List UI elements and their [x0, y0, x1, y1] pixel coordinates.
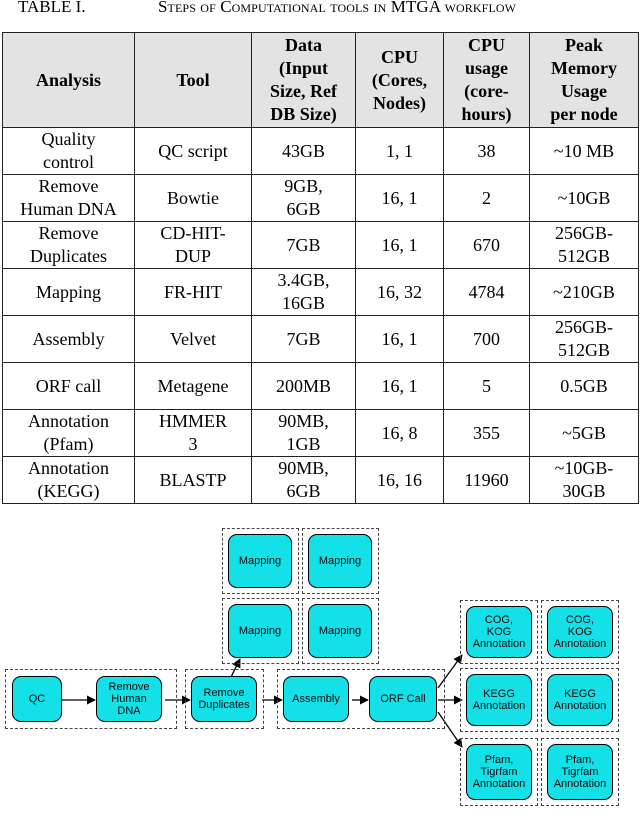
cell-analysis: Annotation (Pfam)	[2, 409, 135, 457]
node-pfam-tigrfam-annotation: Pfam, Tigrfam Annotation	[466, 744, 532, 800]
group-cog-2	[541, 600, 619, 664]
cell-analysis: Annotation (KEGG)	[2, 456, 135, 504]
node-cog-kog-annotation: COG, KOG Annotation	[547, 606, 613, 658]
cell-data: 7GB	[251, 221, 356, 269]
workflow-diagram: QC Remove Human DNA Remove Duplicates Ma…	[0, 518, 640, 818]
header-tool: Tool	[134, 32, 252, 128]
group-kegg-1	[460, 668, 538, 732]
node-orf-call: ORF Call	[369, 676, 437, 722]
node-cog-kog-annotation: COG, KOG Annotation	[466, 606, 532, 658]
cell-tool: HMMER 3	[134, 409, 252, 457]
cell-cpu: 16, 16	[355, 456, 444, 504]
table-row: Quality control QC script 43GB 1, 1 38 ~…	[2, 127, 639, 175]
cell-tool: Bowtie	[134, 174, 252, 222]
cell-peak-memory: 256GB- 512GB	[529, 221, 639, 269]
cell-peak-memory: 256GB- 512GB	[529, 315, 639, 363]
group-kegg-2	[541, 668, 619, 732]
cell-cpu-usage: 2	[443, 174, 530, 222]
cell-cpu-usage: 670	[443, 221, 530, 269]
cell-peak-memory: ~10GB	[529, 174, 639, 222]
cell-cpu-usage: 11960	[443, 456, 530, 504]
group-assembly-orf	[277, 669, 445, 729]
table-row: Annotation (Pfam) HMMER 3 90MB, 1GB 16, …	[2, 409, 639, 457]
cell-analysis: Mapping	[2, 268, 135, 316]
node-mapping: Mapping	[308, 604, 372, 658]
cell-cpu-usage: 38	[443, 127, 530, 175]
cell-cpu: 16, 8	[355, 409, 444, 457]
group-removedup	[185, 669, 264, 729]
header-cpu-usage: CPU usage (core- hours)	[443, 32, 530, 128]
cell-data: 90MB, 6GB	[251, 456, 356, 504]
cell-tool: QC script	[134, 127, 252, 175]
cell-cpu: 16, 32	[355, 268, 444, 316]
cell-cpu-usage: 700	[443, 315, 530, 363]
table-row: Remove Human DNA Bowtie 9GB, 6GB 16, 1 2…	[2, 174, 639, 222]
tools-table: Analysis Tool Data (Input Size, Ref DB S…	[2, 32, 639, 504]
group-mapping-1	[222, 528, 299, 594]
cell-analysis: Remove Human DNA	[2, 174, 135, 222]
cell-data: 43GB	[251, 127, 356, 175]
cell-analysis: Quality control	[2, 127, 135, 175]
cell-tool: FR-HIT	[134, 268, 252, 316]
cell-data: 7GB	[251, 315, 356, 363]
table-row: Assembly Velvet 7GB 16, 1 700 256GB- 512…	[2, 315, 639, 363]
node-kegg-annotation: KEGG Annotation	[466, 674, 532, 726]
cell-data: 9GB, 6GB	[251, 174, 356, 222]
header-peak-memory: Peak Memory Usage per node	[529, 32, 639, 128]
cell-peak-memory: ~5GB	[529, 409, 639, 457]
cell-cpu-usage: 355	[443, 409, 530, 457]
group-mapping-4	[302, 598, 379, 664]
arrow-orf-to-cog	[437, 654, 463, 689]
group-preprocess	[5, 669, 177, 729]
node-mapping: Mapping	[228, 604, 292, 658]
cell-cpu: 16, 1	[355, 315, 444, 363]
group-mapping-2	[302, 528, 379, 594]
node-qc: QC	[12, 676, 62, 722]
group-pfam-1	[460, 738, 538, 806]
header-data: Data (Input Size, Ref DB Size)	[251, 32, 356, 128]
cell-cpu: 16, 1	[355, 221, 444, 269]
header-cpu: CPU (Cores, Nodes)	[355, 32, 444, 128]
table-row: Mapping FR-HIT 3.4GB, 16GB 16, 32 4784 ~…	[2, 268, 639, 316]
cell-peak-memory: ~210GB	[529, 268, 639, 316]
cell-cpu-usage: 5	[443, 362, 530, 410]
table-caption: TABLE I. Steps of Computational tools in…	[0, 0, 640, 22]
node-remove-duplicates: Remove Duplicates	[191, 676, 257, 722]
group-cog-1	[460, 600, 538, 664]
cell-cpu: 16, 1	[355, 174, 444, 222]
cell-tool: Velvet	[134, 315, 252, 363]
node-mapping: Mapping	[308, 534, 372, 588]
table-row: ORF call Metagene 200MB 16, 1 5 0.5GB	[2, 362, 639, 410]
node-mapping: Mapping	[228, 534, 292, 588]
cell-cpu-usage: 4784	[443, 268, 530, 316]
node-assembly: Assembly	[283, 676, 349, 722]
cell-cpu: 16, 1	[355, 362, 444, 410]
cell-data: 3.4GB, 16GB	[251, 268, 356, 316]
cell-peak-memory: 0.5GB	[529, 362, 639, 410]
node-pfam-tigrfam-annotation: Pfam, Tigrfam Annotation	[547, 744, 613, 800]
group-mapping-3	[222, 598, 299, 664]
table-row: Remove Duplicates CD-HIT- DUP 7GB 16, 1 …	[2, 221, 639, 269]
cell-data: 90MB, 1GB	[251, 409, 356, 457]
table-header-row: Analysis Tool Data (Input Size, Ref DB S…	[2, 32, 639, 128]
cell-tool: CD-HIT- DUP	[134, 221, 252, 269]
table-number: TABLE I.	[18, 0, 86, 16]
table-title: Steps of Computational tools in MTGA wor…	[158, 0, 517, 16]
cell-analysis: ORF call	[2, 362, 135, 410]
header-analysis: Analysis	[2, 32, 135, 128]
cell-cpu: 1, 1	[355, 127, 444, 175]
node-remove-human-dna: Remove Human DNA	[96, 676, 162, 722]
cell-peak-memory: ~10GB- 30GB	[529, 456, 639, 504]
cell-analysis: Remove Duplicates	[2, 221, 135, 269]
cell-peak-memory: ~10 MB	[529, 127, 639, 175]
cell-analysis: Assembly	[2, 315, 135, 363]
group-pfam-2	[541, 738, 619, 806]
table-row: Annotation (KEGG) BLASTP 90MB, 6GB 16, 1…	[2, 456, 639, 504]
arrow-orf-to-pfam	[437, 711, 463, 748]
cell-tool: BLASTP	[134, 456, 252, 504]
cell-data: 200MB	[251, 362, 356, 410]
cell-tool: Metagene	[134, 362, 252, 410]
node-kegg-annotation: KEGG Annotation	[547, 674, 613, 726]
